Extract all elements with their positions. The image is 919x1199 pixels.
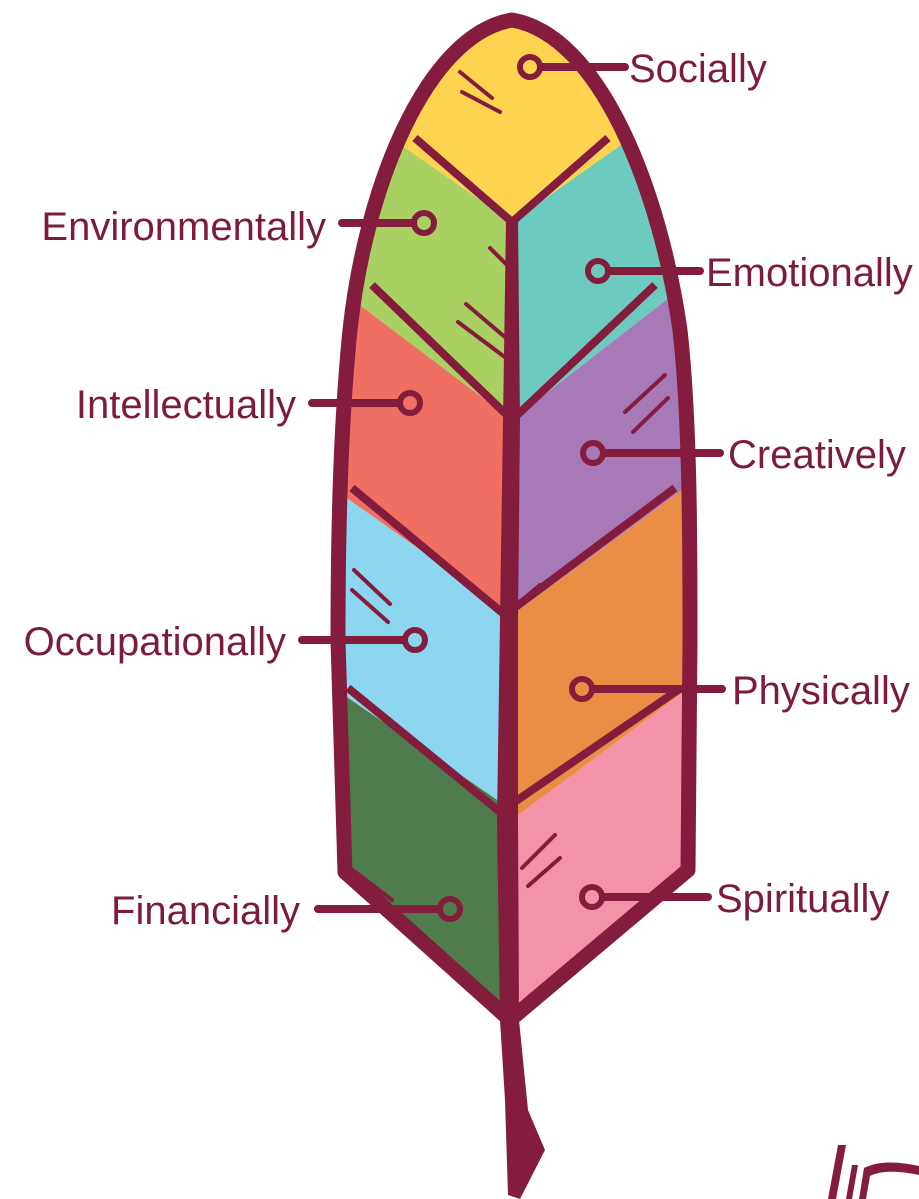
labels: Socially Environmentally Emotionally Int… [24, 47, 913, 933]
label-occupationally: Occupationally [24, 620, 286, 664]
marker-intellectually [397, 390, 423, 416]
label-physically: Physically [732, 669, 910, 713]
label-leaders [298, 54, 726, 922]
marker-physically [569, 676, 595, 702]
corner-mark [828, 1145, 919, 1199]
band-physically [512, 462, 690, 820]
marker-creatively [580, 440, 606, 466]
marker-financially [437, 896, 463, 922]
label-environmentally: Environmentally [41, 205, 326, 249]
label-emotionally: Emotionally [706, 251, 913, 295]
marker-spiritually [579, 884, 605, 910]
label-spiritually: Spiritually [716, 877, 889, 921]
feather-shaft [497, 222, 545, 1199]
label-creatively: Creatively [728, 433, 906, 477]
marker-environmentally [411, 210, 437, 236]
marker-socially [517, 54, 543, 80]
label-intellectually: Intellectually [76, 383, 296, 427]
marker-occupationally [402, 627, 428, 653]
band-creatively [512, 258, 690, 615]
label-socially: Socially [629, 47, 767, 91]
band-socially [338, 20, 690, 222]
marker-emotionally [585, 258, 611, 284]
label-financially: Financially [111, 889, 300, 933]
